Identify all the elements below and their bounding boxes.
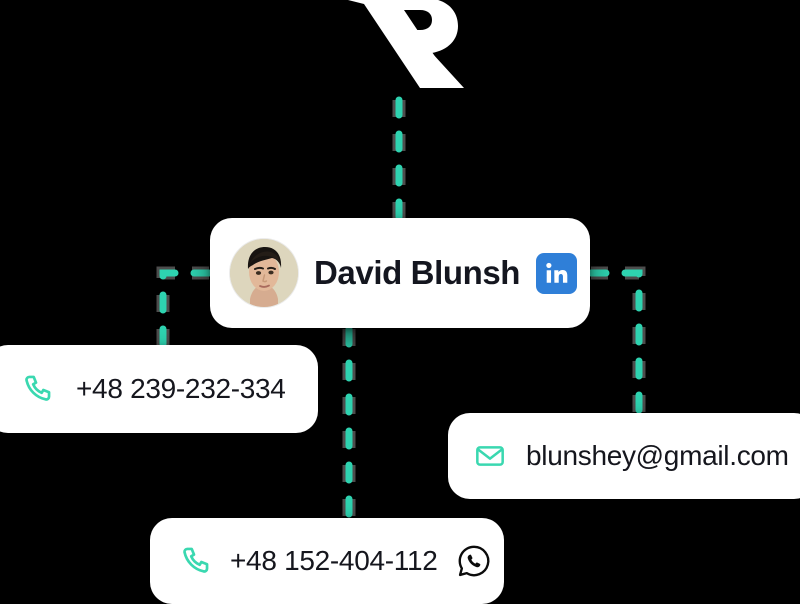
contact-card-email-primary[interactable]: blunshey@gmail.com <box>448 413 800 499</box>
phone-icon <box>183 547 209 573</box>
phone-icon <box>25 375 51 401</box>
whatsapp-icon[interactable] <box>456 543 492 579</box>
contact-card-phone-whatsapp[interactable]: +48 152-404-112 <box>150 518 504 604</box>
rr-monogram-logo <box>338 0 490 96</box>
envelope-icon <box>476 446 504 466</box>
contact-name: David Blunsh <box>314 254 521 291</box>
contact-card-phone-primary[interactable]: +48 239-232-334 <box>0 345 318 433</box>
avatar <box>230 239 298 307</box>
contact-value: +48 239-232-334 <box>76 373 286 404</box>
profile-card[interactable]: David Blunsh <box>210 218 590 328</box>
linkedin-icon[interactable] <box>536 252 578 294</box>
contact-value: blunshey@gmail.com <box>526 440 789 471</box>
contact-value: +48 152-404-112 <box>230 545 438 576</box>
